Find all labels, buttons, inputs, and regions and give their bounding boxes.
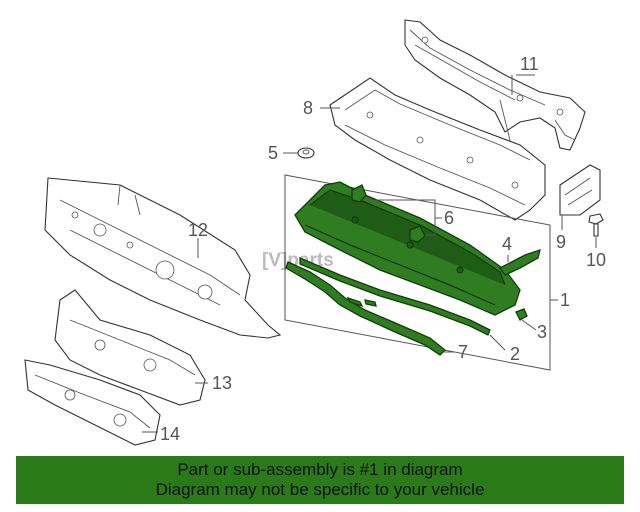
leader-lines: [142, 74, 597, 433]
banner-line-1: Part or sub-assembly is #1 in diagram: [177, 460, 463, 479]
assembly-frame: [284, 174, 551, 371]
callout-10: 10: [586, 250, 606, 270]
callout-12: 12: [188, 220, 208, 240]
banner-line-2: Diagram may not be specific to your vehi…: [155, 480, 485, 499]
part-14-lower-insulator: [24, 359, 161, 446]
part-4-bracket: [499, 249, 541, 276]
callout-5: 5: [268, 143, 278, 163]
callout-13: 13: [212, 373, 232, 393]
callout-7: 7: [458, 342, 468, 362]
part-8-cowl-panel: [329, 77, 546, 221]
callout-11: 11: [520, 54, 539, 74]
callout-4: 4: [502, 234, 512, 254]
callout-1: 1: [560, 290, 570, 310]
callout-8: 8: [303, 98, 313, 118]
part-13-insulator-panel: [54, 289, 206, 406]
part-7-weatherstrip: [285, 261, 446, 356]
callout-6: 6: [444, 208, 454, 228]
part-1-cowl-top-assembly: [294, 181, 521, 316]
part-5-grommet: [297, 147, 315, 159]
part-10-bolt: [588, 213, 604, 237]
part-6-clips: [351, 184, 426, 243]
callout-14: 14: [160, 424, 180, 444]
callout-3: 3: [537, 322, 547, 342]
info-banner: Part or sub-assembly is #1 in diagram Di…: [16, 456, 624, 504]
part-9-bracket: [559, 164, 601, 216]
callout-2: 2: [510, 344, 520, 364]
part-12-dash-insulator: [44, 177, 282, 339]
part-11-cross-member: [404, 19, 586, 151]
parts-diagram: [V]parts: [24, 19, 606, 446]
callout-9: 9: [556, 232, 566, 252]
part-3-clip: [515, 308, 528, 321]
part-2-seal: [299, 257, 491, 336]
